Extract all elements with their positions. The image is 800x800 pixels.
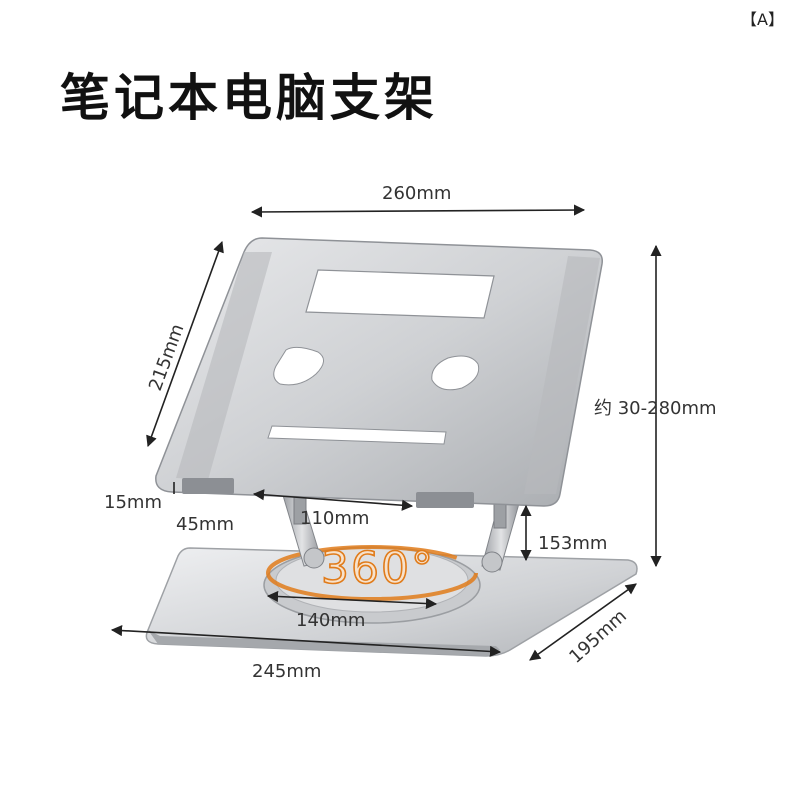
- dimension-lines: [110, 204, 662, 661]
- label-tray-depth: 215mm: [145, 321, 188, 393]
- label-base-width: 245mm: [252, 661, 321, 682]
- label-base-depth: 195mm: [565, 606, 631, 668]
- dim-line-base-depth: [529, 583, 637, 661]
- dim-line-top-width: [250, 204, 586, 218]
- page-title: 笔记本电脑支架: [60, 69, 438, 127]
- label-turntable: 140mm: [296, 610, 365, 631]
- rotation-icon: 360°: [266, 542, 478, 601]
- dim-line-slot-span: [252, 489, 414, 511]
- corner-tag: 【A】: [741, 10, 784, 29]
- label-lip-height: 15mm: [104, 492, 162, 513]
- label-hinge-height: 153mm: [538, 533, 607, 554]
- dim-line-base-width: [110, 624, 502, 658]
- label-top-width: 260mm: [382, 183, 451, 204]
- label-slot-span: 110mm: [300, 508, 369, 529]
- laptop-tray: [155, 237, 603, 508]
- label-height-range: 约 30-280mm: [594, 398, 717, 419]
- rotation-label: 360°: [321, 543, 435, 594]
- dim-line-tray-depth: [146, 240, 224, 448]
- label-lip-width: 45mm: [176, 514, 234, 535]
- dim-line-turntable: [266, 590, 438, 610]
